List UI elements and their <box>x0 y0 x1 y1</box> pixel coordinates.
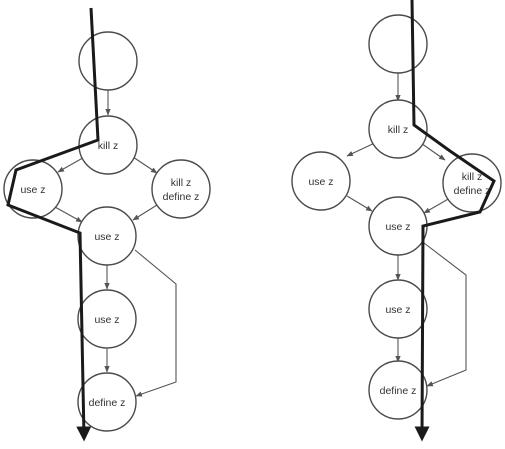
highlighted-path <box>410 0 496 442</box>
highlighted-path <box>6 7 100 442</box>
edge-killdefine-to-usemid <box>423 197 451 214</box>
edge-use-to-usemid <box>346 195 373 212</box>
left-graph: kill z use z kill z define z use z use z… <box>3 7 211 442</box>
node-label: define z <box>89 397 126 409</box>
node-use-z-mid: use z <box>368 196 428 256</box>
edge-usemid-to-define-bypass <box>134 249 177 397</box>
node-define-z: define z <box>368 360 428 420</box>
node-kill-z: kill z <box>78 115 138 175</box>
node-label: kill z <box>98 140 118 152</box>
node-entry <box>368 14 428 74</box>
node-define-z: define z <box>77 372 137 432</box>
node-use-z-left: use z <box>3 159 63 219</box>
node-use-z-left: use z <box>291 151 351 211</box>
node-label: use z <box>94 314 119 326</box>
node-label: define z <box>163 191 200 203</box>
node-use-z-lower: use z <box>77 289 137 349</box>
node-label: use z <box>385 304 410 316</box>
node-use-z-mid: use z <box>77 206 137 266</box>
node-label: define z <box>380 385 417 397</box>
right-graph: kill z use z kill z define z use z use z… <box>291 0 502 442</box>
node-label: kill z <box>462 171 482 183</box>
node-kill-define-z: kill z define z <box>151 159 211 219</box>
node-label: use z <box>94 231 119 243</box>
edge-usemid-to-define-bypass <box>423 242 467 387</box>
node-label: use z <box>20 184 45 196</box>
node-label: define z <box>454 185 491 197</box>
node-entry <box>78 31 138 91</box>
node-label: use z <box>308 176 333 188</box>
edge-use-to-usemid <box>54 206 83 223</box>
edge-killdefine-to-usemid <box>132 204 158 221</box>
node-label: kill z <box>388 124 408 136</box>
node-label: use z <box>385 221 410 233</box>
node-use-z-lower: use z <box>368 279 428 339</box>
node-label: kill z <box>171 177 191 189</box>
